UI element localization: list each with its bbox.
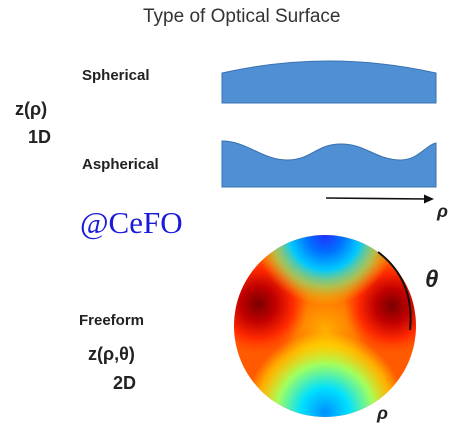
rho-axis-arrow [325, 194, 434, 204]
page-title: Type of Optical Surface [143, 6, 341, 27]
freeform-label: Freeform [79, 312, 145, 329]
formula-2d: z(ρ,θ) [88, 344, 135, 364]
spherical-label: Spherical [82, 67, 150, 84]
formula-1d: z(ρ) [15, 99, 48, 119]
theta-label: θ [425, 266, 439, 293]
freeform-surface-disc [234, 235, 416, 417]
rho-freeform-label: ρ [377, 403, 388, 423]
theta-arc [377, 251, 412, 331]
aspherical-surface-shape [221, 140, 437, 188]
dimension-1d: 1D [28, 127, 52, 147]
aspherical-label: Aspherical [82, 156, 159, 173]
rho-axis-label: ρ [437, 201, 448, 221]
spherical-surface-shape [221, 60, 437, 104]
dimension-2d: 2D [113, 373, 137, 393]
watermark: @CeFO [80, 205, 183, 240]
